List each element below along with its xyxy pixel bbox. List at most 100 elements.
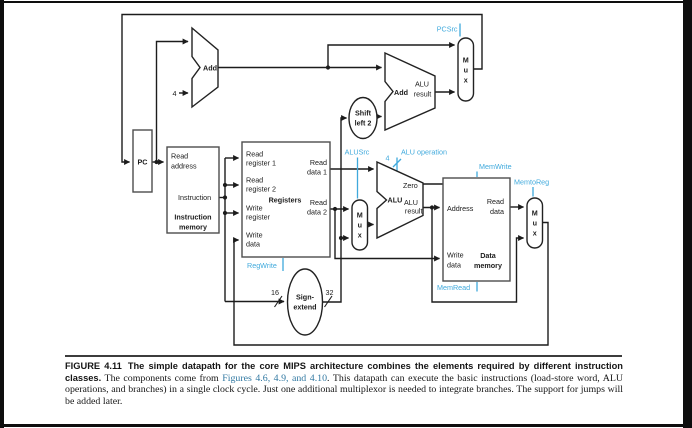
im-read-address-l2: address — [171, 162, 197, 171]
caption-bold-text: The simple datapath for the core MIPS ar… — [65, 361, 623, 383]
dm-read-data-l2: data — [490, 207, 504, 216]
wire-sign-extend-to-shift-left2 — [322, 115, 348, 303]
dm-write-data-l2: data — [447, 261, 461, 270]
branch-adder-result-l2: result — [414, 90, 432, 99]
caption-rule — [65, 355, 622, 357]
reg-read-register1-l2: register 1 — [246, 159, 276, 168]
scan-border-right — [683, 0, 692, 428]
reg-write-data-l1: Write — [246, 231, 263, 240]
alu-operation-label: ALU operation — [401, 148, 447, 157]
reg-read-data2-l1: Read — [310, 198, 327, 207]
alu-result-l1: ALU — [404, 198, 418, 207]
im-title-l1: Instruction — [174, 213, 211, 222]
reg-read-register2-l1: Read — [246, 176, 263, 185]
caption-body-after-link: . This datapath can execute the basic in… — [65, 372, 623, 408]
im-title-l2: memory — [179, 223, 207, 232]
pcsrc-label: PCSrc — [437, 25, 458, 34]
alu-zero-label: Zero — [403, 181, 418, 190]
registers-title: Registers — [269, 196, 302, 205]
shift-left2-l2: left 2 — [355, 119, 372, 128]
junction-alu-result — [429, 205, 435, 210]
shift-left2-oval — [348, 96, 378, 140]
alu-result-l2: result — [405, 207, 423, 216]
memtoreg-mux — [526, 197, 544, 249]
pcsrc-mux — [457, 37, 475, 102]
pc-adder-shape — [191, 26, 219, 109]
alu-operation-width-slash — [392, 158, 402, 168]
junction-pc-out — [154, 159, 159, 165]
scan-border-top — [0, 1, 692, 4]
reg-read-register2-l2: register 2 — [246, 185, 276, 194]
scan-border-bottom — [0, 424, 692, 427]
alusrc-mux — [351, 199, 369, 251]
reg-read-data1-l2: data 1 — [307, 168, 327, 177]
bus-width-32: 32 — [326, 288, 334, 297]
memtoreg-mux-letter-u: u — [533, 219, 537, 228]
branch-adder-shape — [384, 51, 436, 132]
bus-width-32-slash — [324, 295, 333, 308]
reg-read-register1-l1: Read — [246, 150, 263, 159]
memread-label: MemRead — [437, 283, 470, 292]
im-instruction-label: Instruction — [178, 193, 211, 202]
pc-box — [132, 129, 153, 193]
scan-border-left — [0, 0, 4, 428]
dm-read-data-l1: Read — [487, 197, 504, 206]
caption-body-before-link: The components come from — [101, 372, 223, 384]
wire-pcsrc-mux-to-pc-feedback — [121, 13, 483, 165]
pcsrc-mux-letter-x: x — [464, 76, 468, 85]
branch-adder-result-l1: ALU — [415, 80, 429, 89]
pcsrc-mux-letter-m: M — [463, 56, 469, 65]
figure-number: FIGURE 4.11 — [65, 361, 122, 371]
dm-address-label: Address — [447, 204, 474, 213]
reg-write-register-l1: Write — [246, 204, 263, 213]
bus-width-16-slash — [274, 295, 283, 308]
regwrite-label: RegWrite — [247, 261, 277, 270]
wire-alu-result-to-memtoreg-mux — [431, 207, 525, 303]
registers-box — [241, 141, 331, 258]
alu-shape — [376, 160, 424, 240]
dm-title-l2: memory — [474, 261, 502, 270]
sign-extend-l1: Sign- — [296, 293, 315, 302]
wire-read-data2-to-data-memory — [334, 209, 441, 262]
dm-title-l1: Data — [480, 251, 497, 260]
alu-label: ALU — [388, 196, 403, 205]
branch-adder-label: Add — [394, 88, 408, 97]
reg-write-data-l2: data — [246, 240, 260, 249]
pcsrc-mux-letter-u: u — [464, 66, 468, 75]
shift-left2-l1: Shift — [355, 109, 372, 118]
im-read-address-l1: Read — [171, 152, 188, 161]
memwrite-label: MemWrite — [479, 162, 512, 171]
pc-label: PC — [138, 158, 148, 167]
alusrc-mux-letter-m: M — [357, 211, 363, 220]
junction-sign-extend — [338, 235, 344, 241]
junction-pc4 — [325, 65, 331, 70]
pc-adder-label: Add — [203, 64, 217, 73]
alu-op-width-4: 4 — [386, 154, 390, 163]
reg-read-data2-l2: data 2 — [307, 208, 327, 217]
alusrc-mux-letter-u: u — [358, 221, 362, 230]
memtoreg-mux-letter-x: x — [533, 229, 537, 238]
pc-increment-4: 4 — [173, 89, 177, 98]
caption-figure-link[interactable]: Figures 4.6, 4.9, and 4.10 — [222, 372, 328, 384]
sign-extend-l2: extend — [293, 303, 316, 312]
alusrc-label: ALUSrc — [345, 148, 370, 157]
wire-pc-to-pc-adder — [155, 38, 189, 162]
sign-extend-oval — [286, 268, 324, 336]
wire-pc4-to-pcsrc-mux — [327, 42, 456, 68]
data-memory-box — [442, 177, 511, 282]
memtoreg-mux-letter-m: M — [532, 209, 538, 218]
junction-instr-out — [222, 195, 228, 200]
instruction-memory-box — [166, 146, 220, 234]
bus-width-16: 16 — [271, 288, 279, 297]
junction-read-data2 — [332, 206, 338, 212]
junction-instr-rr2 — [222, 182, 228, 188]
reg-write-register-l2: register — [246, 213, 271, 222]
wire-memtoreg-mux-to-write-data — [233, 221, 549, 346]
reg-read-data1-l1: Read — [310, 158, 327, 167]
dm-write-data-l1: Write — [447, 251, 464, 260]
alusrc-mux-letter-x: x — [358, 231, 362, 240]
memtoreg-label: MemtoReg — [514, 178, 549, 187]
